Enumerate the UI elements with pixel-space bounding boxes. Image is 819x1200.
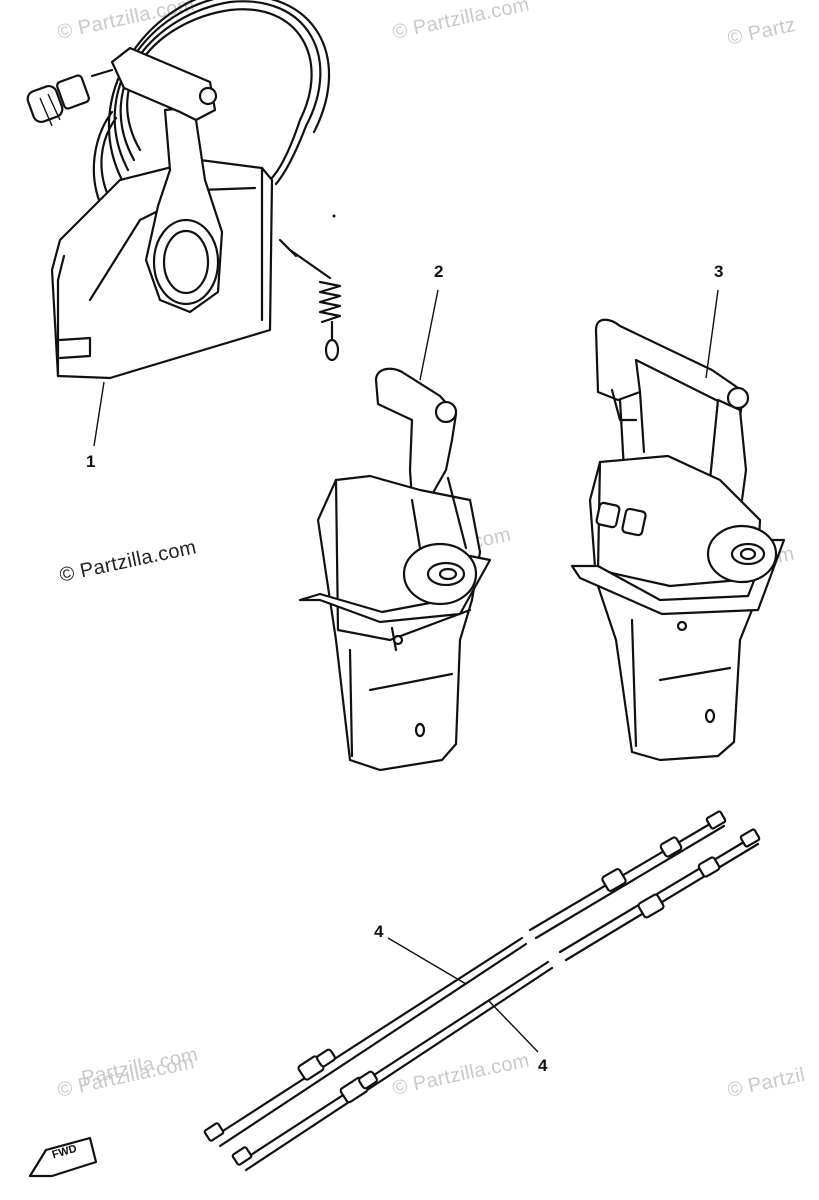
fwd-arrow-icon [28, 1136, 98, 1178]
mounting-flange [298, 554, 492, 624]
switch-left [595, 501, 621, 529]
binnacle-lever [374, 367, 458, 502]
lanyard-spring [318, 280, 342, 324]
leader-line-3 [705, 289, 719, 379]
lanyard-clip [324, 338, 340, 362]
connector-plug [56, 74, 90, 110]
lever-handle [110, 46, 217, 122]
dual-mounting-flange [570, 538, 786, 616]
callout-4a: 4 [374, 922, 384, 941]
dual-lever-handle [594, 318, 746, 418]
leader-line-2 [419, 289, 439, 381]
leader-line-4a [387, 937, 467, 985]
remote-control-cable-lower [231, 828, 761, 1172]
leader-line-1 [93, 381, 105, 447]
side-mount-remote-control [26, 0, 342, 380]
remote-control-cable-upper [203, 810, 727, 1148]
switch-right [621, 507, 647, 537]
callout-2: 2 [434, 262, 444, 281]
dual-lever-binnacle-control [570, 318, 786, 762]
single-lever-binnacle-control [298, 367, 492, 772]
callout-1: 1 [86, 452, 96, 471]
callout-4b: 4 [538, 1056, 548, 1075]
callout-3: 3 [714, 262, 724, 281]
binnacle-housing [316, 474, 482, 772]
leader-line-4b [487, 999, 539, 1053]
